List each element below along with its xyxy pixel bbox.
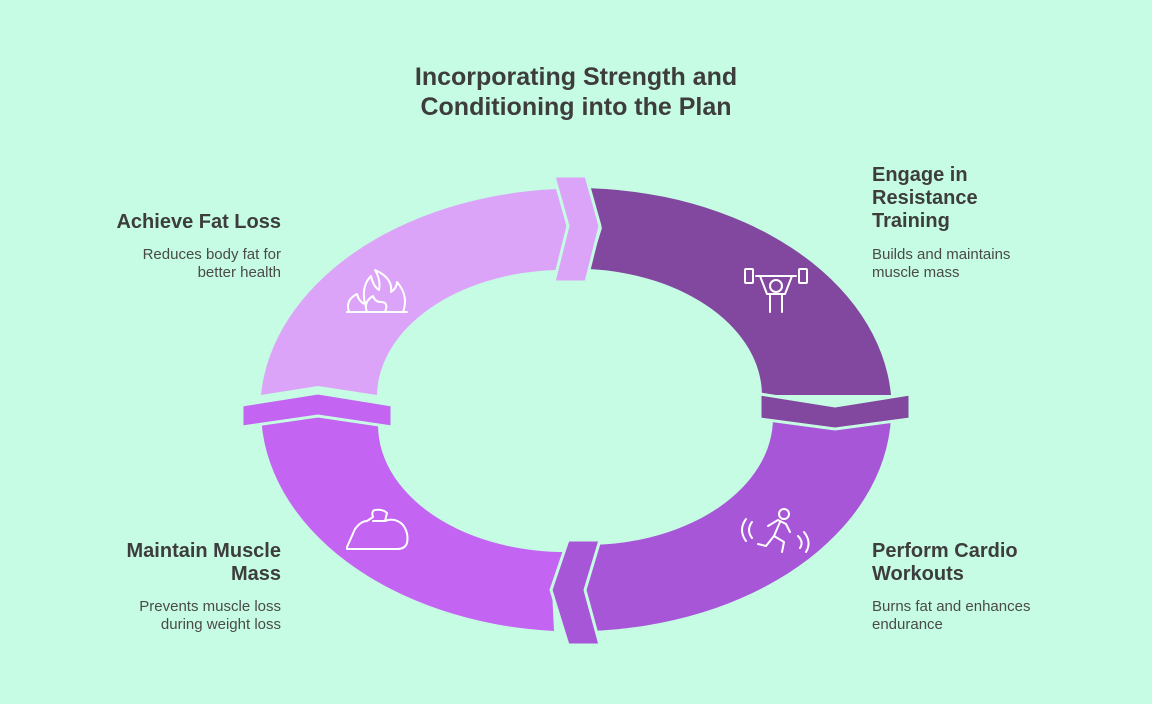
weightlifter-icon xyxy=(744,268,808,313)
segment-cardio-workouts xyxy=(570,418,891,631)
step-heading: Maintain Muscle Mass xyxy=(40,540,281,586)
title-line-2: Conditioning into the Plan xyxy=(420,93,732,121)
arrow-fat-to-resistance xyxy=(552,174,602,284)
step-heading: Achieve Fat Loss xyxy=(40,211,281,234)
heading-line: Mass xyxy=(230,563,281,585)
heading-line: Engage in xyxy=(872,164,968,186)
step-resistance-training: Engage in Resistance Training Builds and… xyxy=(872,164,1112,282)
step-heading: Engage in Resistance Training xyxy=(872,164,1112,233)
segment-resistance-training xyxy=(576,188,891,395)
step-fat-loss: Achieve Fat Loss Reduces body fat for be… xyxy=(40,211,281,282)
heading-line: Resistance xyxy=(872,187,978,209)
segment-maintain-muscle xyxy=(261,405,569,631)
heading-line: Perform Cardio xyxy=(872,540,1018,562)
step-heading: Perform Cardio Workouts xyxy=(872,540,1112,586)
segment-fat-loss xyxy=(261,189,570,395)
step-description: Prevents muscle loss during weight loss xyxy=(40,598,281,634)
heading-line: Workouts xyxy=(872,563,964,585)
heading-line: Achieve Fat Loss xyxy=(116,211,281,233)
heading-line: Maintain Muscle xyxy=(126,540,281,562)
flame-icon xyxy=(346,269,408,313)
description-line: Prevents muscle loss xyxy=(139,598,281,615)
arrow-muscle-to-fat xyxy=(240,391,394,429)
description-line: during weight loss xyxy=(160,616,281,633)
step-description: Reduces body fat for better health xyxy=(40,246,281,282)
step-description: Burns fat and enhances endurance xyxy=(872,598,1112,634)
description-line: Reduces body fat for xyxy=(142,246,281,263)
runner-icon xyxy=(741,508,810,553)
step-cardio-workouts: Perform Cardio Workouts Burns fat and en… xyxy=(872,540,1112,634)
description-line: endurance xyxy=(872,616,943,633)
arrow-cardio-to-muscle xyxy=(549,538,603,647)
step-maintain-muscle: Maintain Muscle Mass Prevents muscle los… xyxy=(40,540,281,634)
description-line: better health xyxy=(197,264,281,281)
description-line: muscle mass xyxy=(872,264,960,281)
flexed-arm-icon xyxy=(346,508,409,550)
arrow-resistance-to-cardio xyxy=(758,392,912,431)
description-line: Builds and maintains xyxy=(872,246,1011,263)
description-line: Burns fat and enhances xyxy=(872,598,1031,615)
step-description: Builds and maintains muscle mass xyxy=(872,246,1112,282)
heading-line: Training xyxy=(872,210,950,232)
title-line-1: Incorporating Strength and xyxy=(414,63,738,91)
diagram-title: Incorporating Strength and Conditioning … xyxy=(0,62,1152,122)
